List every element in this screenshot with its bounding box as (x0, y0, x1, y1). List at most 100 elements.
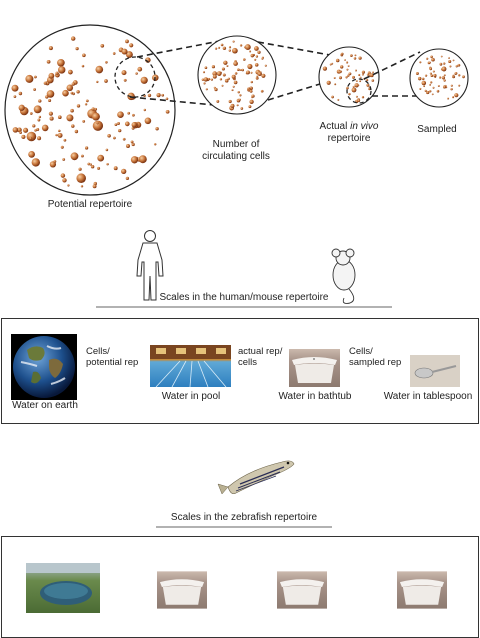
cell-dot (112, 52, 116, 55)
human-mouse-scale-panel (1, 318, 479, 424)
cell-dot (366, 73, 369, 76)
cell-dot (430, 81, 433, 84)
potential-repertoire-circle (4, 24, 176, 196)
cell-dot (337, 98, 340, 101)
cell-dots-circulating (201, 40, 267, 111)
cell-dot (117, 111, 124, 119)
cell-dot (62, 89, 69, 97)
cell-dot (241, 68, 245, 72)
cell-dot (372, 71, 374, 74)
mouse-icon (331, 248, 356, 304)
cell-dot (122, 137, 126, 141)
cell-dot (429, 83, 432, 86)
cell-dot (227, 77, 231, 81)
cell-dot (440, 55, 443, 58)
cell-dot (34, 75, 37, 79)
cell-dot (70, 91, 74, 95)
cell-dot (358, 56, 362, 60)
cell-dot (350, 54, 353, 57)
cell-dot (28, 151, 35, 158)
cell-dot (219, 78, 223, 81)
cell-dot (156, 92, 161, 98)
cell-dot (421, 77, 425, 81)
cell-dot (165, 109, 170, 114)
cell-dot (234, 72, 238, 75)
cell-dot (355, 95, 358, 98)
cell-dot (457, 63, 461, 67)
cell-dot (429, 67, 433, 71)
cell-dot (117, 122, 120, 125)
cell-dot (140, 76, 148, 84)
cell-dot (57, 58, 65, 67)
cell-dot (67, 184, 70, 187)
cell-dot (63, 138, 67, 142)
cell-dot (106, 162, 109, 166)
cell-dot (161, 93, 165, 97)
zoom-connectors-1 (129, 39, 226, 106)
cell-dot (454, 93, 459, 98)
cell-dot (455, 65, 458, 68)
cell-dot (58, 129, 61, 133)
cell-dot (26, 131, 37, 142)
cell-dot (205, 88, 208, 91)
cell-dot (91, 112, 100, 121)
cell-dot (96, 121, 99, 125)
cell-dot (96, 80, 99, 84)
cell-dot (19, 131, 22, 134)
cell-dot (334, 83, 337, 86)
cell-dot (204, 66, 208, 70)
cell-dot (145, 57, 151, 63)
cell-dot (34, 129, 37, 132)
cell-dot (237, 68, 240, 71)
cell-dot (346, 86, 349, 90)
cell-dot (254, 58, 257, 61)
cell-dot (37, 136, 42, 141)
cell-dot (71, 36, 76, 41)
cell-dot (100, 43, 105, 48)
cell-dot (246, 70, 250, 75)
cell-dot (329, 63, 332, 66)
cell-dot (458, 84, 461, 87)
cell-dot (443, 74, 446, 77)
circulating-cells-circle (197, 35, 277, 115)
cell-dot (214, 87, 218, 92)
cell-dot (426, 57, 429, 60)
cell-dot (261, 57, 264, 60)
cell-dot (131, 142, 135, 147)
cell-dot (338, 76, 343, 80)
cell-dot (250, 71, 253, 74)
cell-dot (57, 66, 66, 74)
cell-dot (29, 112, 33, 115)
cell-dot (250, 53, 255, 58)
cell-dot (124, 121, 130, 127)
cell-dot (233, 80, 238, 85)
cell-dot (344, 59, 346, 61)
cell-dot (255, 76, 259, 80)
cell-dot (369, 73, 374, 78)
cell-dot (43, 81, 47, 85)
cell-dot (131, 122, 137, 128)
cell-dot (231, 89, 234, 92)
cell-dot (46, 59, 51, 64)
potential-repertoire-label: Potential repertoire (47, 199, 133, 210)
cell-dot (415, 72, 419, 75)
cell-dot (361, 73, 364, 76)
cell-dot (144, 117, 152, 125)
cell-dot (244, 44, 251, 51)
cell-dot (433, 73, 437, 78)
cell-dot (345, 76, 348, 79)
arrow3-label: Cells/ sampled rep (349, 346, 402, 368)
cell-dot (125, 176, 130, 181)
actual-repertoire-circle (318, 46, 380, 108)
cell-dot (114, 123, 118, 127)
cell-dot (125, 51, 133, 59)
cell-dot (429, 72, 432, 75)
cell-dot (89, 163, 92, 166)
cell-dot (340, 65, 344, 69)
sampled-circle (409, 48, 469, 108)
cell-dot (347, 65, 350, 67)
cell-dot (107, 134, 111, 138)
cell-dot (249, 89, 253, 93)
cell-dot (239, 68, 242, 72)
cell-dot (361, 96, 365, 99)
